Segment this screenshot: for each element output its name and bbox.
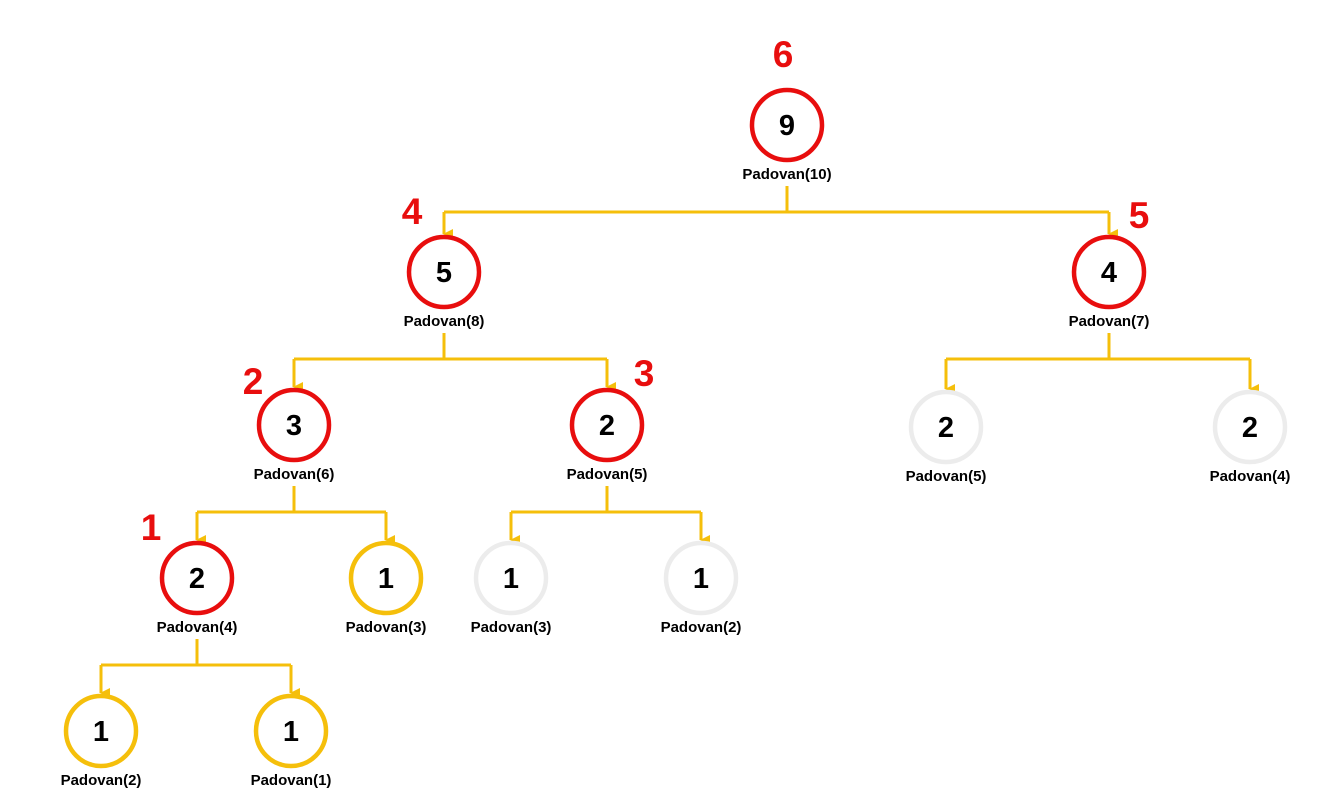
- node-circle: [473, 540, 549, 616]
- node-circle: [159, 540, 235, 616]
- visit-order-label: 1: [141, 507, 162, 548]
- node-value: 2: [1242, 412, 1258, 444]
- node-label: Padovan(8): [404, 313, 485, 330]
- node-circle: [1071, 234, 1147, 310]
- node-circle: [256, 387, 332, 463]
- edge-group: [442, 186, 1118, 239]
- node-label: Padovan(5): [906, 468, 987, 485]
- node-value: 1: [283, 716, 299, 748]
- node-value: 5: [436, 257, 452, 289]
- node-value: 3: [286, 410, 302, 442]
- edge-group: [944, 333, 1259, 394]
- edges: [99, 186, 1259, 698]
- edge-group: [99, 639, 300, 698]
- visit-order-label: 3: [634, 353, 655, 394]
- visit-order-label: 5: [1129, 195, 1150, 236]
- node-circle: [1212, 389, 1288, 465]
- node-circle: [63, 693, 139, 769]
- visit-order-label: 2: [243, 361, 264, 402]
- node-circle: [908, 389, 984, 465]
- node-label: Padovan(4): [1210, 468, 1291, 485]
- node-value: 1: [503, 563, 519, 595]
- node-value: 1: [93, 716, 109, 748]
- node-value: 2: [189, 563, 205, 595]
- node-circle: [348, 540, 424, 616]
- visit-order-label: 4: [402, 191, 423, 232]
- node-circle: [663, 540, 739, 616]
- node-circle: [253, 693, 329, 769]
- node-label: Padovan(7): [1069, 313, 1150, 330]
- edge-group: [292, 333, 616, 392]
- node-value: 2: [938, 412, 954, 444]
- node-label: Padovan(5): [567, 466, 648, 483]
- node-circle: [569, 387, 645, 463]
- node-label: Padovan(2): [661, 619, 742, 636]
- visit-order-label: 6: [773, 34, 794, 75]
- node-value: 2: [599, 410, 615, 442]
- node-value: 1: [693, 563, 709, 595]
- node-label: Padovan(4): [157, 619, 238, 636]
- edge-group: [195, 486, 395, 545]
- edge-group: [509, 486, 710, 545]
- node-value: 4: [1101, 257, 1117, 289]
- node-circle: [749, 87, 825, 163]
- node-label: Padovan(3): [471, 619, 552, 636]
- node-label: Padovan(10): [742, 166, 831, 183]
- node-label: Padovan(3): [346, 619, 427, 636]
- node-label: Padovan(1): [251, 772, 332, 789]
- node-label: Padovan(6): [254, 466, 335, 483]
- node-value: 1: [378, 563, 394, 595]
- node-value: 9: [779, 110, 795, 142]
- node-label: Padovan(2): [61, 772, 142, 789]
- node-circle: [406, 234, 482, 310]
